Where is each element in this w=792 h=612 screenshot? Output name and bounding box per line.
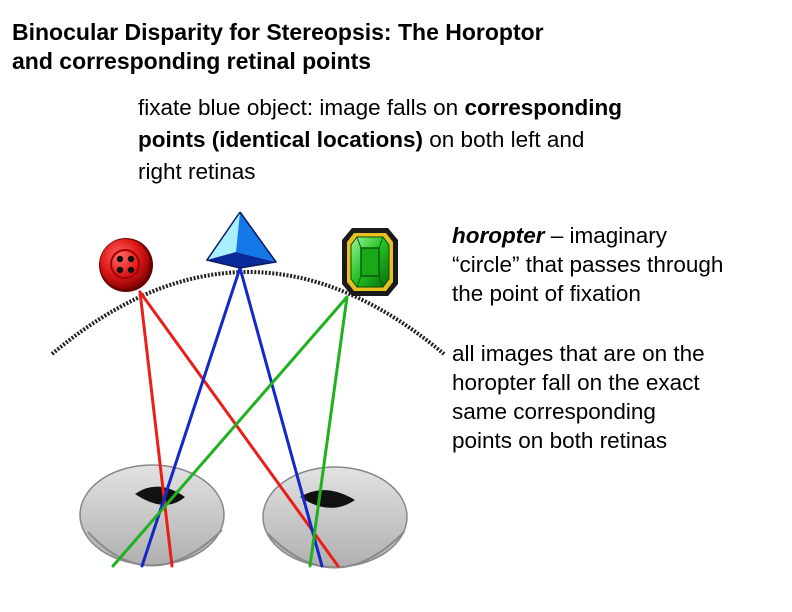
- green-ray-right-eye: [308, 295, 349, 568]
- horopter-line-1: horopter – imaginary: [452, 221, 792, 250]
- green-gem-object: [342, 228, 398, 296]
- description-line-3: right retinas: [138, 159, 256, 184]
- left-eye: [79, 464, 225, 567]
- note-line-4: points on both retinas: [452, 428, 668, 453]
- green-ray-left-eye: [111, 295, 349, 568]
- note-line-2: horopter fall on the exact: [452, 370, 700, 395]
- horopter-line-2: “circle” that passes through: [452, 252, 724, 277]
- note-line-1: all images that are on the: [452, 341, 705, 366]
- description-mid: on both left and: [423, 127, 585, 152]
- blue-ray-right-eye: [238, 266, 324, 568]
- title-line-2: and corresponding retinal points: [12, 48, 372, 74]
- fixation-description: fixate blue object: image falls on corre…: [138, 92, 778, 188]
- horopter-definition: horopter – imaginary “circle” that passe…: [452, 221, 792, 308]
- note-line-3: same corresponding: [452, 399, 656, 424]
- horopter-term: horopter: [452, 223, 545, 248]
- slide-title: Binocular Disparity for Stereopsis: The …: [12, 18, 782, 76]
- right-eye: [262, 466, 408, 569]
- horopter-arc: [50, 270, 446, 356]
- description-lead: fixate blue object: image falls on: [138, 95, 465, 120]
- horopter-line-1-rest: – imaginary: [544, 223, 668, 248]
- title-line-1: Binocular Disparity for Stereopsis: The …: [12, 19, 544, 45]
- red-ray-left-eye: [138, 290, 174, 568]
- description-bold-points: points (identical locations): [138, 127, 424, 152]
- description-bold-corresponding: corresponding: [464, 95, 622, 120]
- blue-pyramid-object: [205, 211, 278, 269]
- red-button-object: [99, 238, 153, 292]
- description-line-2: points (identical locations) on both lef…: [138, 124, 778, 156]
- description-line-1: fixate blue object: image falls on corre…: [138, 92, 778, 124]
- blue-ray-left-eye: [140, 266, 242, 568]
- red-ray-right-eye: [138, 290, 340, 568]
- horopter-line-3: the point of fixation: [452, 281, 641, 306]
- corresponding-points-note: all images that are on the horopter fall…: [452, 339, 792, 455]
- light-rays: [111, 266, 349, 568]
